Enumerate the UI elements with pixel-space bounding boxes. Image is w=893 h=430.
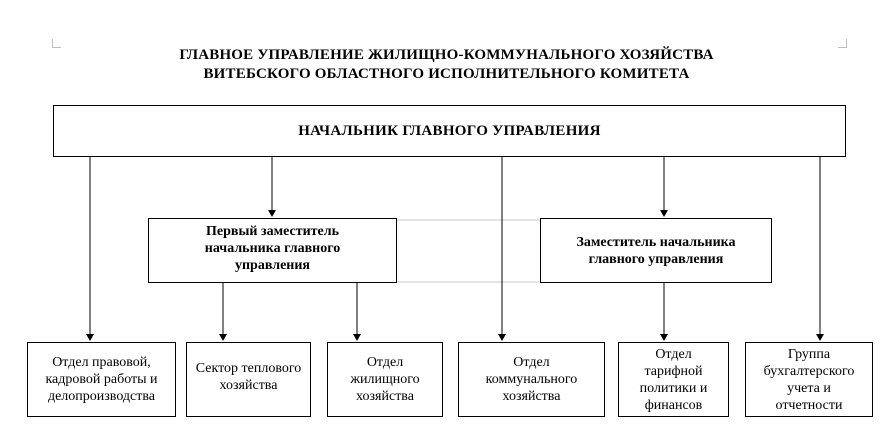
page-corner-mark-left	[52, 39, 61, 48]
deputy-line: главного управления	[588, 251, 724, 267]
dept-housing-box: Отдел жилищного хозяйства	[327, 342, 443, 417]
dept-line: Сектор теплового	[195, 361, 302, 376]
dept-line: Отдел правовой,	[52, 355, 151, 370]
dept-line: отчетности	[775, 397, 843, 413]
chief-label: НАЧАЛЬНИК ГЛАВНОГО УПРАВЛЕНИЯ	[298, 122, 601, 139]
first-deputy-line: Первый заместитель	[206, 224, 339, 239]
dept-line: бухгалтерского	[763, 363, 855, 379]
dept-line: хозяйства	[502, 389, 561, 404]
first-deputy-line: начальника главного	[204, 241, 341, 256]
dept-line: Группа	[787, 346, 831, 362]
first-deputy-line: управления	[234, 258, 310, 273]
sector-heat-box: Сектор теплового хозяйства	[186, 342, 311, 417]
dept-line: Отдел	[513, 355, 550, 370]
dept-line: делопроизводства	[47, 389, 156, 404]
dept-communal-box: Отдел коммунального хозяйства	[458, 342, 605, 417]
dept-line: политики и	[639, 380, 708, 396]
dept-line: Отдел	[655, 346, 692, 362]
dept-line: жилищного	[350, 372, 420, 387]
first-deputy-box: Первый заместитель начальника главного у…	[148, 218, 397, 283]
dept-line: хозяйства	[356, 389, 414, 404]
deputy-box: Заместитель начальника главного управлен…	[540, 218, 772, 283]
dept-legal-box: Отдел правовой, кадровой работы и делопр…	[27, 342, 176, 417]
page-corner-mark-right	[838, 39, 847, 48]
chief-box: НАЧАЛЬНИК ГЛАВНОГО УПРАВЛЕНИЯ	[53, 105, 846, 157]
diagram-title-line2: ВИТЕБСКОГО ОБЛАСТНОГО ИСПОЛНИТЕЛЬНОГО КО…	[203, 66, 690, 82]
dept-line: коммунального	[485, 372, 578, 387]
dept-line: тарифной	[644, 363, 703, 379]
dept-line: учета и	[787, 380, 831, 396]
deputy-line: Заместитель начальника	[576, 234, 736, 250]
dept-line: Отдел	[366, 355, 404, 370]
dept-line: кадровой работы и	[45, 372, 158, 387]
diagram-title-line1: ГЛАВНОЕ УПРАВЛЕНИЕ ЖИЛИЩНО-КОММУНАЛЬНОГО…	[179, 47, 714, 63]
dept-tariff-box: Отдел тарифной политики и финансов	[618, 342, 729, 417]
dept-line: финансов	[644, 397, 703, 413]
dept-line: хозяйства	[219, 378, 278, 393]
group-accounting-box: Группа бухгалтерского учета и отчетности	[745, 342, 873, 417]
